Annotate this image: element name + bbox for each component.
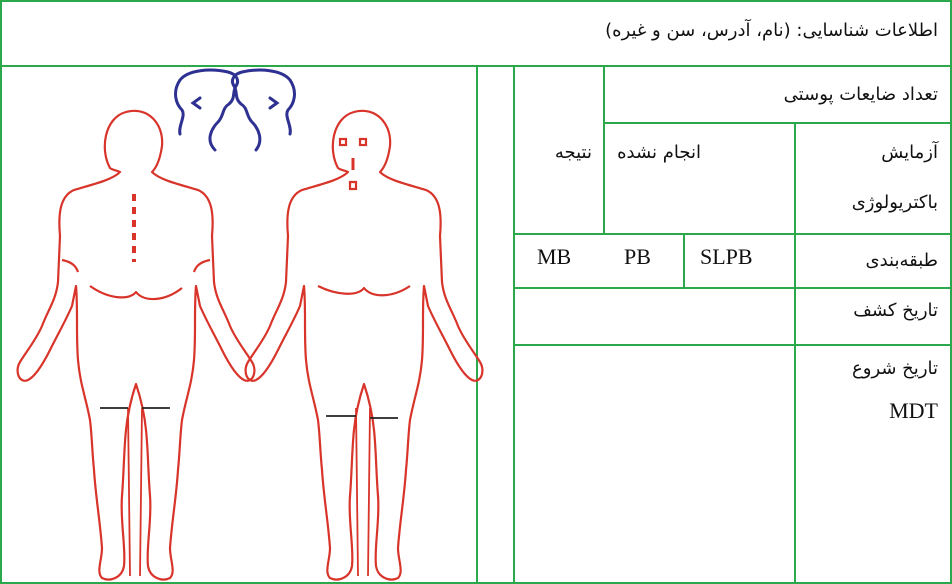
lesion-marks xyxy=(340,139,366,189)
body-outline-front xyxy=(246,111,483,580)
face-profile-right xyxy=(232,70,294,150)
body-outline-back xyxy=(18,111,255,580)
face-profile-left xyxy=(176,70,238,150)
